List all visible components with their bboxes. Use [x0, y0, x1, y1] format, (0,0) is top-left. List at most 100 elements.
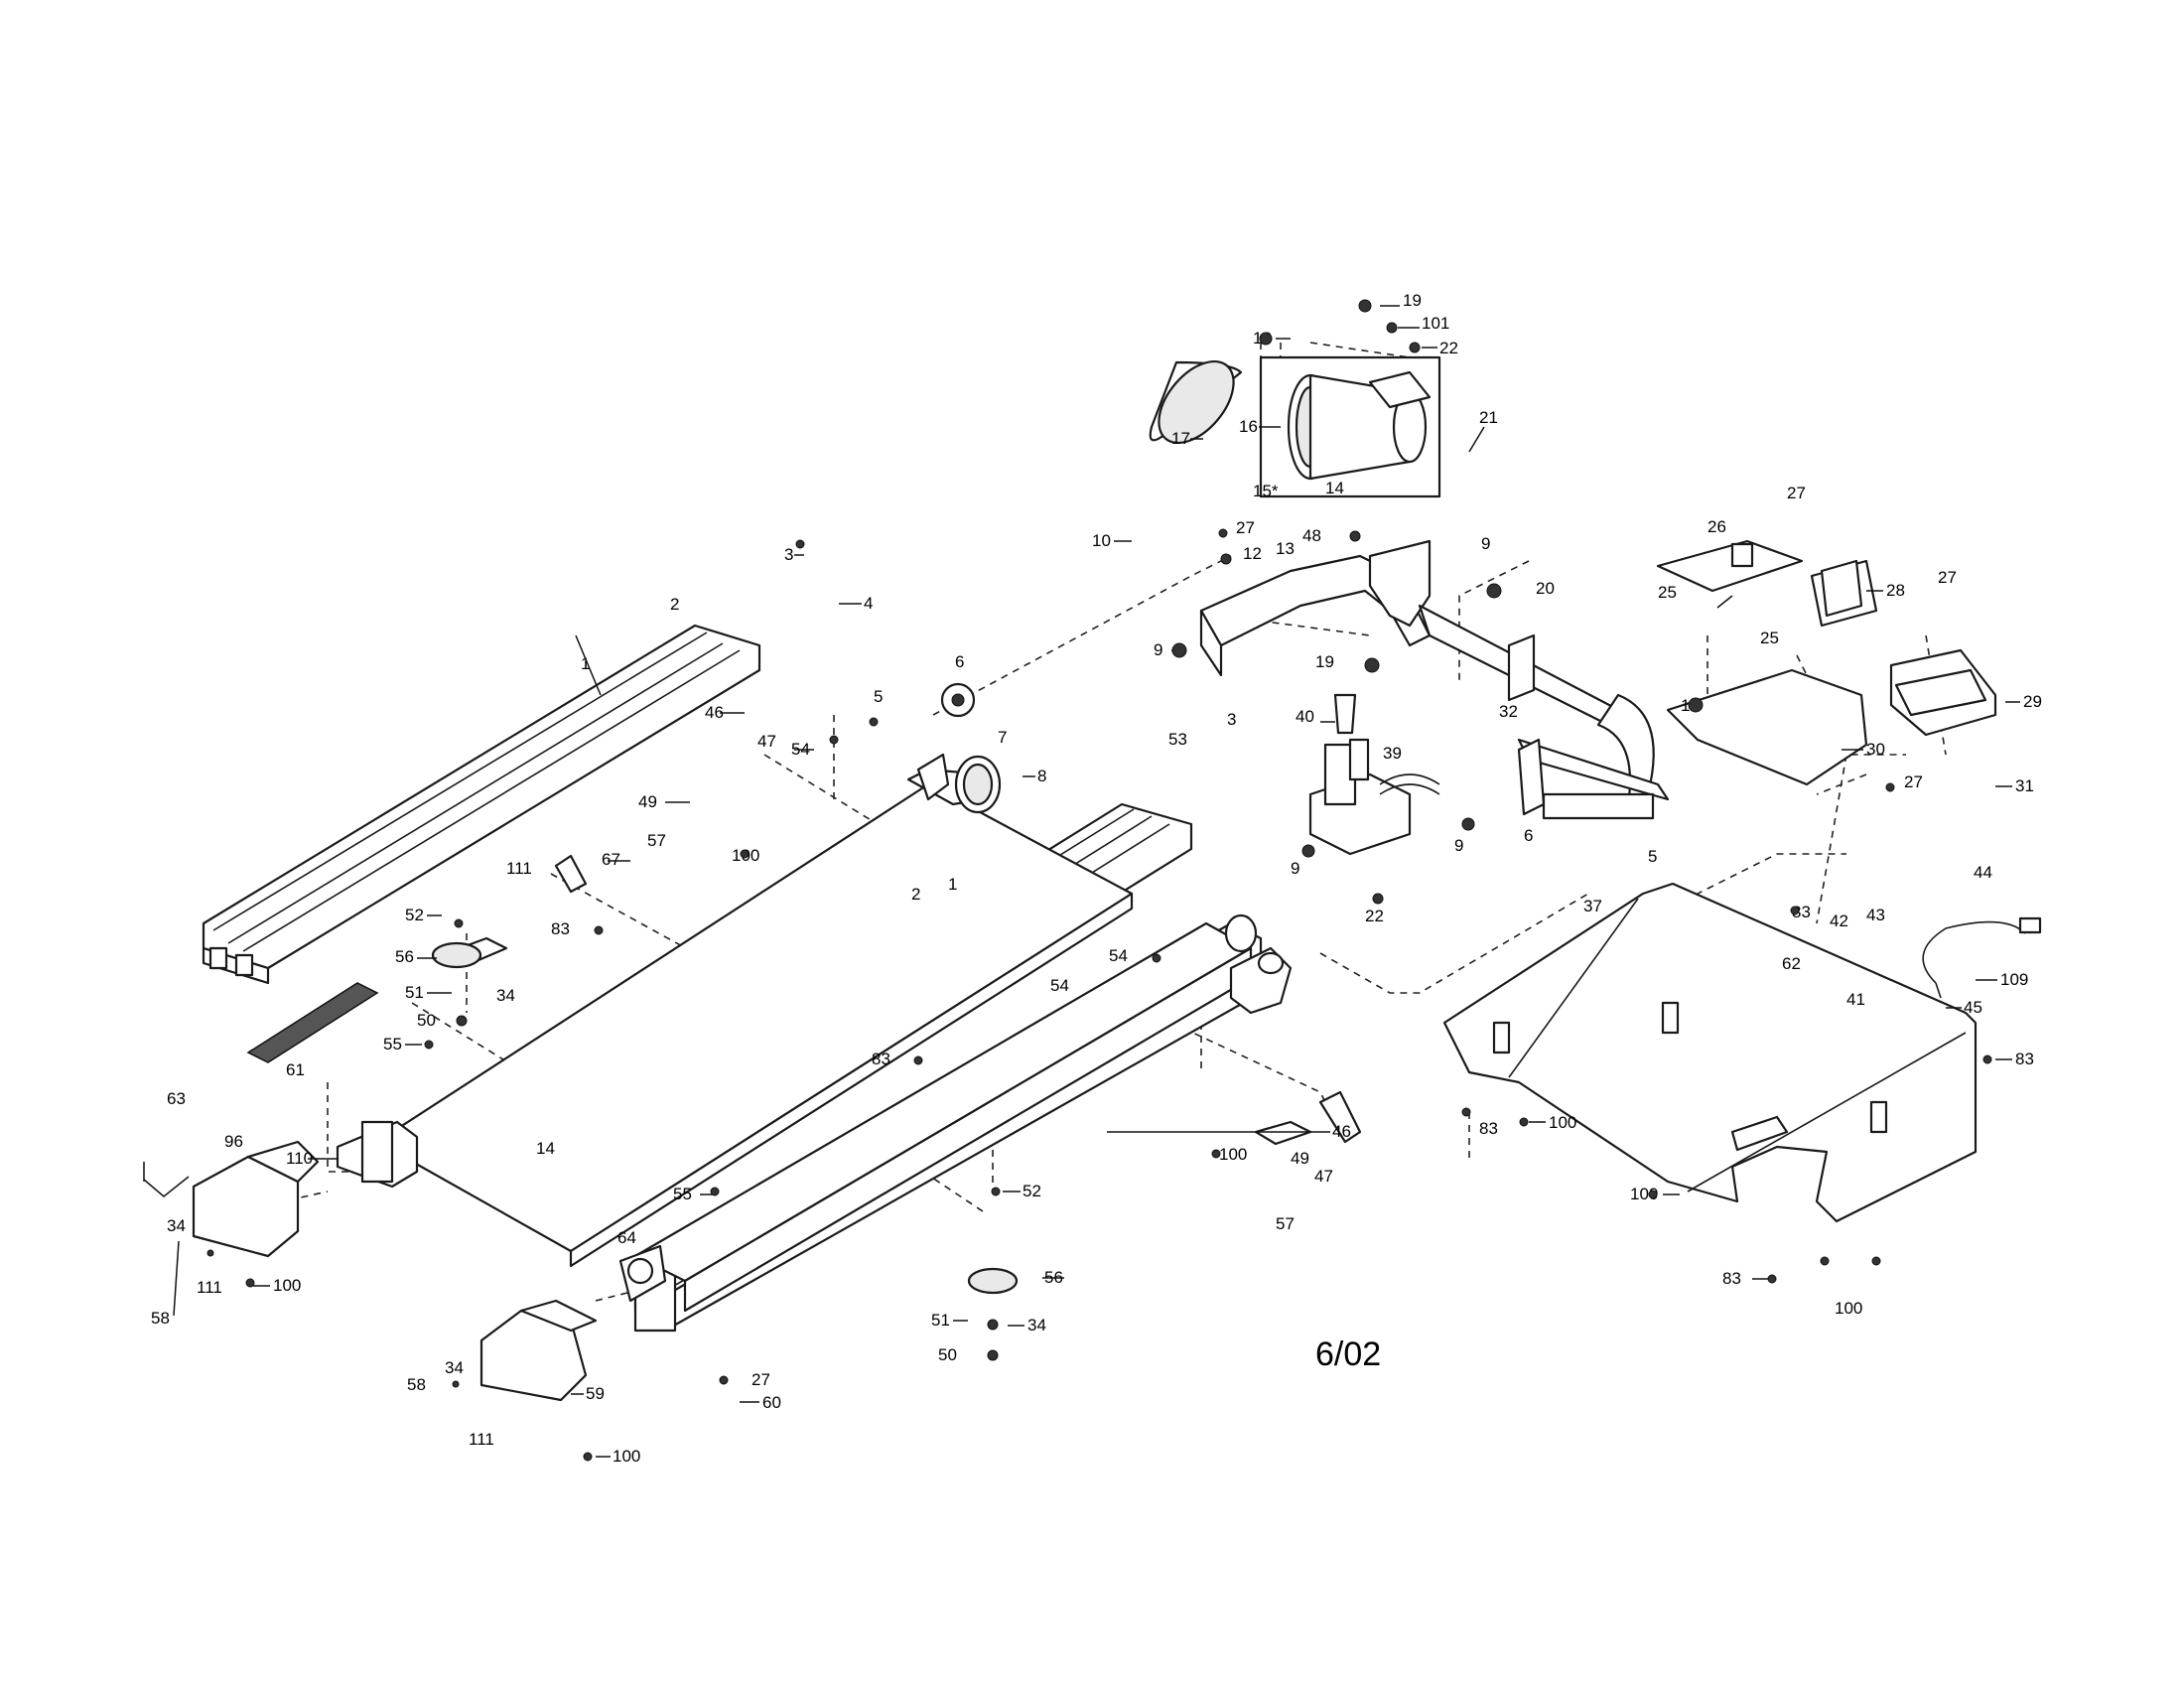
callout-22: 21 — [1479, 408, 1498, 427]
callout-5b: 5 — [874, 687, 883, 706]
callout-83b: 83 — [2015, 1050, 2034, 1068]
callout-45b: 47 — [1314, 1167, 1333, 1186]
callout-3b: 3 — [1227, 710, 1236, 729]
callout-67b: 83 — [872, 1050, 890, 1068]
callout-1: 1 — [581, 654, 590, 673]
callout-46: 46 — [705, 703, 724, 722]
callout-15: 15* — [1253, 482, 1279, 500]
callout-43: 45 — [1964, 998, 1982, 1017]
callout-50b: 52 — [1023, 1182, 1041, 1200]
callout-100b: 100 — [1630, 1185, 1658, 1203]
callout-25b: 25 — [1760, 629, 1779, 647]
callout-25: 25 — [1658, 583, 1677, 602]
callout-21: 20 — [1536, 579, 1555, 598]
callout-10: 10 — [1092, 531, 1111, 550]
callout-13: 13 — [1276, 539, 1295, 558]
revision-date: 6/02 — [1315, 1335, 1381, 1373]
callout-55: 56 — [395, 947, 414, 966]
callout-27b: 27 — [1787, 484, 1806, 502]
leveling-feet — [431, 941, 1019, 1295]
upright-frame — [1199, 539, 1670, 820]
callout-16: 14 — [1325, 479, 1344, 497]
endcaps — [192, 1140, 598, 1402]
callout-111c: 111 — [469, 1430, 494, 1449]
callout-24: 22 — [1439, 339, 1458, 357]
callout-26: 26 — [1707, 517, 1726, 536]
callout-24b: 22 — [1365, 907, 1384, 925]
callout-50: 52 — [405, 906, 424, 924]
motor-hood-base — [1442, 882, 1978, 1223]
callout-34d: 34 — [445, 1358, 464, 1377]
callout-44b: 50 — [938, 1345, 957, 1364]
callout-30: 30 — [1866, 740, 1885, 759]
callout-28: 28 — [1886, 581, 1905, 600]
callout-100g: 100 — [613, 1447, 640, 1466]
callout-41: 43 — [1866, 906, 1885, 924]
callout-67: 83 — [551, 919, 570, 938]
callout-32: 32 — [1499, 702, 1518, 721]
callout-18: 17 — [1171, 429, 1190, 448]
callout-8: 8 — [1037, 767, 1046, 785]
motor-assembly — [1149, 355, 1441, 498]
callout-100c: 100 — [1835, 1299, 1862, 1318]
callout-40: 42 — [1830, 912, 1848, 930]
callout-20: 19 — [1403, 291, 1422, 310]
callout-110: 110 — [286, 1149, 313, 1168]
callout-27c: 27 — [1938, 568, 1957, 587]
callout-100: 100 — [1549, 1113, 1576, 1132]
rollers — [618, 682, 1293, 1303]
callout-45: 47 — [757, 732, 776, 751]
callout-14: 14 — [536, 1139, 555, 1158]
callout-38: 37 — [1583, 897, 1602, 915]
leader-lines — [173, 305, 2020, 1458]
callout-61: 63 — [167, 1089, 186, 1108]
callout-12: 12 — [1243, 544, 1262, 563]
callout-54b: 55 — [673, 1185, 692, 1203]
callout-17: 16 — [1239, 417, 1258, 436]
callout-59: 58 — [151, 1309, 170, 1328]
callout-56: 57 — [647, 831, 666, 850]
callout-54: 55 — [383, 1035, 402, 1053]
callout-51: 53 — [1168, 730, 1187, 749]
callout-64: 67 — [602, 850, 620, 869]
callout-63: 62 — [1782, 954, 1801, 973]
callout-53b: 54 — [1109, 946, 1128, 965]
incline-motor — [1308, 693, 1440, 856]
callout-29: 29 — [2023, 692, 2042, 711]
callout-9: 9 — [1481, 534, 1490, 553]
callout-36: 39 — [1383, 744, 1402, 763]
callout-20b: 19 — [1315, 652, 1334, 671]
callout-52: 54 — [1050, 976, 1069, 995]
callout-1b: 1 — [948, 875, 957, 894]
callout-2: 2 — [670, 595, 679, 614]
callout-6: 6 — [1524, 826, 1533, 845]
callout-34c: 34 — [1027, 1316, 1046, 1334]
callout-4: 4 — [864, 594, 873, 613]
callout-47b: 49 — [1291, 1149, 1309, 1168]
callout-34b: 34 — [167, 1216, 186, 1235]
left-side-rail — [202, 624, 761, 985]
callout-9d: 9 — [1291, 859, 1299, 878]
callout-44: 50 — [417, 1011, 436, 1030]
callout-27: 27 — [1236, 518, 1255, 537]
callout-47: 49 — [638, 792, 657, 811]
callout-3: 3 — [784, 545, 793, 564]
callout-49: 51 — [405, 983, 424, 1002]
callout-37: 40 — [1296, 707, 1314, 726]
callout-48: 48 — [1302, 526, 1321, 545]
callout-56b: 57 — [1276, 1214, 1295, 1233]
callout-60: 61 — [286, 1060, 305, 1079]
callout-83c: 83 — [1479, 1119, 1498, 1138]
callout-34: 34 — [496, 986, 515, 1005]
fasteners — [206, 299, 1992, 1462]
callout-109: 109 — [2000, 970, 2028, 989]
callout-57: 60 — [762, 1393, 781, 1412]
callout-46b: 46 — [1332, 1122, 1351, 1141]
callout-31: 31 — [2015, 776, 2034, 795]
walking-deck — [375, 782, 1134, 1268]
callout-49b: 51 — [931, 1311, 950, 1330]
callout-42: 44 — [1974, 863, 1992, 882]
callout-5: 5 — [1648, 847, 1657, 866]
electronics — [1656, 539, 1997, 786]
